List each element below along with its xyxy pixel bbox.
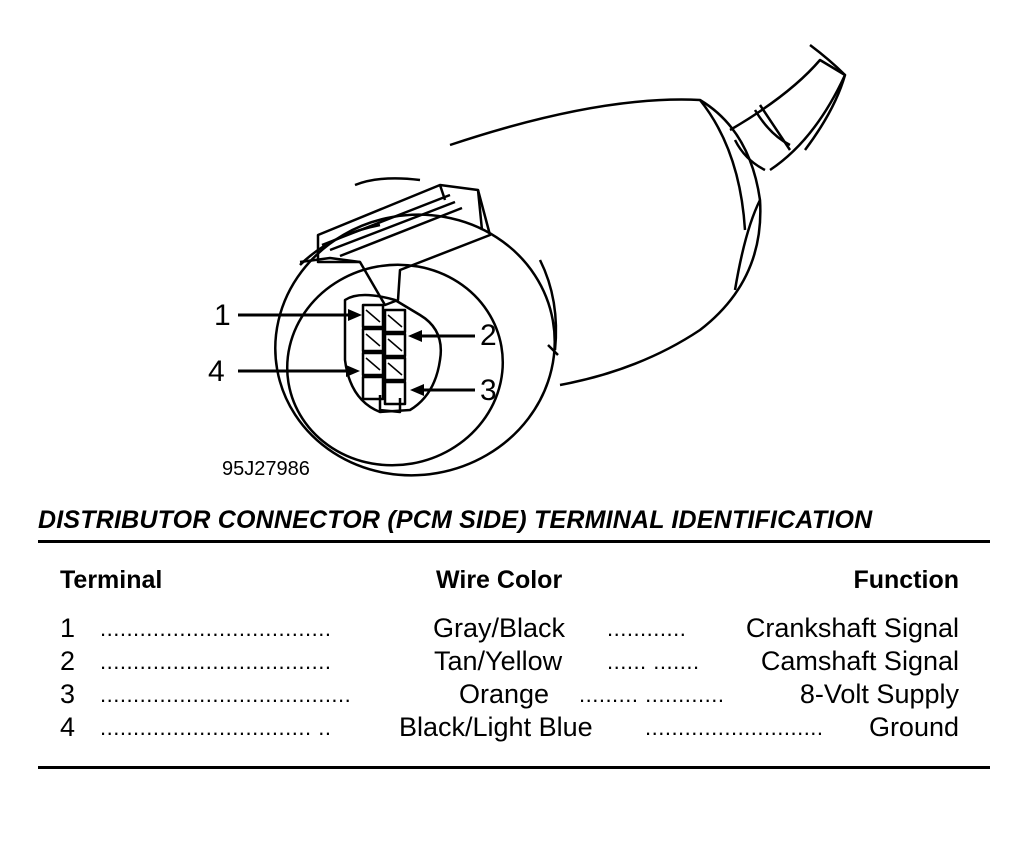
callout-4: 4 [208, 355, 225, 388]
terminal-cavity [343, 293, 443, 414]
header-wire-color: Wire Color [436, 566, 563, 594]
leader-dots: ...... ....... [607, 649, 700, 674]
callout-3: 3 [480, 374, 497, 407]
connector-body [274, 98, 762, 477]
callout-1: 1 [214, 299, 231, 332]
terminal-number: 1 [60, 613, 76, 643]
terminal-number: 2 [60, 646, 76, 676]
leader-dots: ................................ .. [100, 715, 332, 740]
connector-latch [299, 177, 492, 307]
function: Crankshaft Signal [745, 613, 959, 643]
wire-color: Black/Light Blue [399, 712, 593, 742]
terminal-number: 4 [60, 712, 76, 742]
function: Ground [868, 712, 959, 742]
callout-leaders [238, 313, 475, 392]
leader-dots: ...................................... [100, 682, 352, 707]
wire-color: Tan/Yellow [434, 646, 563, 676]
header-terminal: Terminal [60, 566, 163, 594]
figure-id: 95J27986 [222, 458, 310, 480]
connector-illustration [238, 44, 847, 477]
bottom-rule [38, 766, 990, 769]
terminal-number: 3 [60, 679, 76, 709]
table-title: DISTRIBUTOR CONNECTOR (PCM SIDE) TERMINA… [38, 506, 873, 534]
leader-dots: ........................... [645, 715, 824, 740]
leader-dots: ................................... [100, 616, 332, 641]
leader-dots: ................................... [100, 649, 332, 674]
callout-2: 2 [480, 319, 497, 352]
wire-color: Orange [459, 679, 550, 709]
function: Camshaft Signal [760, 646, 959, 676]
callout-arrowheads [346, 309, 424, 396]
wire-color: Gray/Black [433, 613, 566, 643]
leader-dots: ............ [607, 616, 687, 641]
top-rule [38, 540, 990, 543]
cable [729, 44, 847, 172]
leader-dots: ......... ............ [579, 682, 725, 707]
function: 8-Volt Supply [799, 679, 959, 709]
header-function: Function [853, 566, 959, 594]
